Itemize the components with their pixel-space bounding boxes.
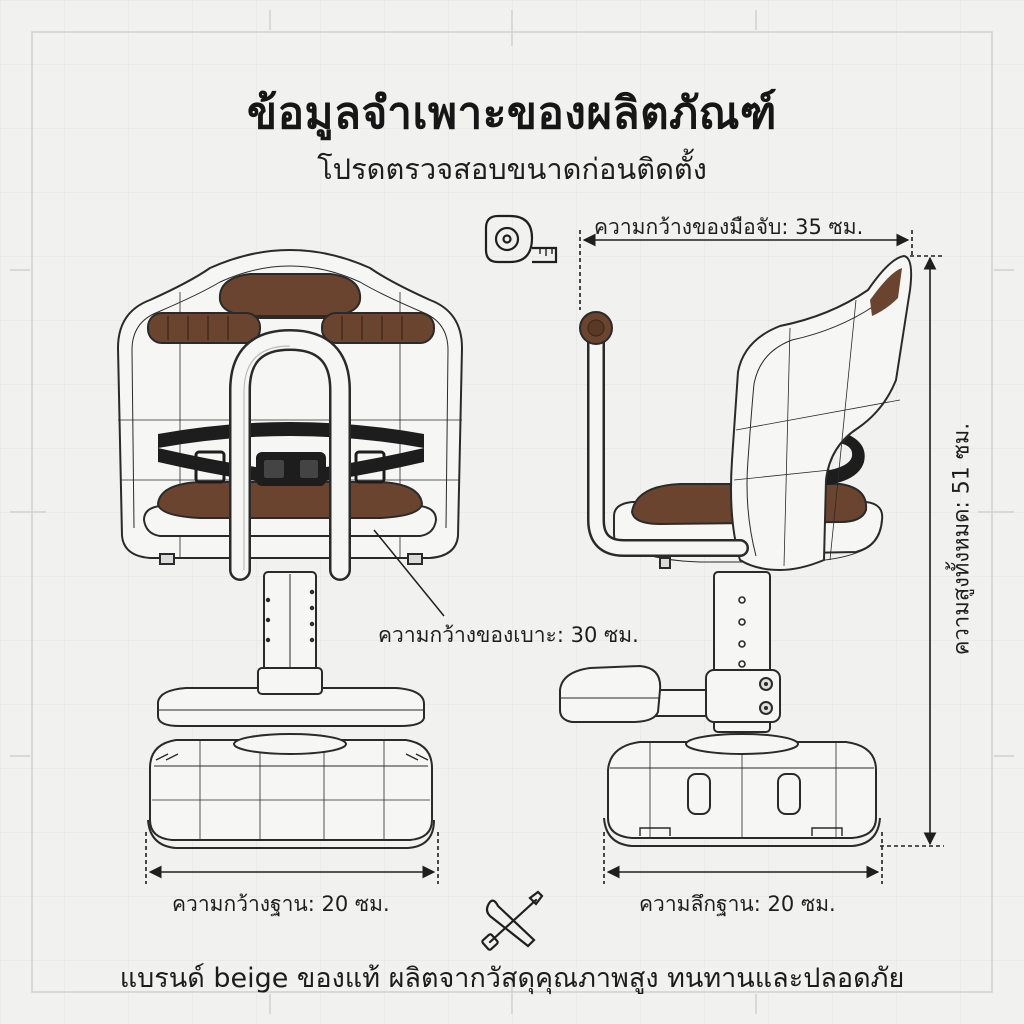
front-seat-cushion <box>156 481 424 519</box>
front-safety-belt <box>158 422 424 448</box>
front-left-grip <box>147 312 261 344</box>
front-right-grip <box>321 312 435 344</box>
base-width-label: ความกว้างฐาน: 20 ซม. <box>172 892 390 916</box>
side-backrest <box>730 254 913 572</box>
tools-icon <box>481 890 544 951</box>
seat-width-leader <box>373 529 445 617</box>
page-subtitle: โปรดตรวจสอบขนาดก่อนติดตั้ง <box>317 152 707 186</box>
total-height-label: ความสูงทั้งหมด: 51 ซม. <box>949 422 975 656</box>
front-back-cushion <box>218 273 362 317</box>
handle-width-label: ความกว้างของมือจับ: 35 ซม. <box>594 215 864 239</box>
base-depth-label: ความลึกฐาน: 20 ซม. <box>639 892 836 916</box>
front-footrest <box>157 687 425 727</box>
side-view-chair <box>559 254 913 847</box>
front-base <box>149 739 433 841</box>
brand-footer: แบรนด์ beige ของแท้ ผลิตจากวัสดุคุณภาพสู… <box>119 963 905 994</box>
page-title: ข้อมูลจำเพาะของผลิตภัณฑ์ <box>247 88 777 139</box>
tape-measure-icon <box>484 214 558 264</box>
dimension-lines <box>145 230 944 884</box>
front-view-chair <box>116 248 464 849</box>
seat-width-label: ความกว้างของเบาะ: 30 ซม. <box>378 623 639 647</box>
side-footrest <box>559 664 662 723</box>
